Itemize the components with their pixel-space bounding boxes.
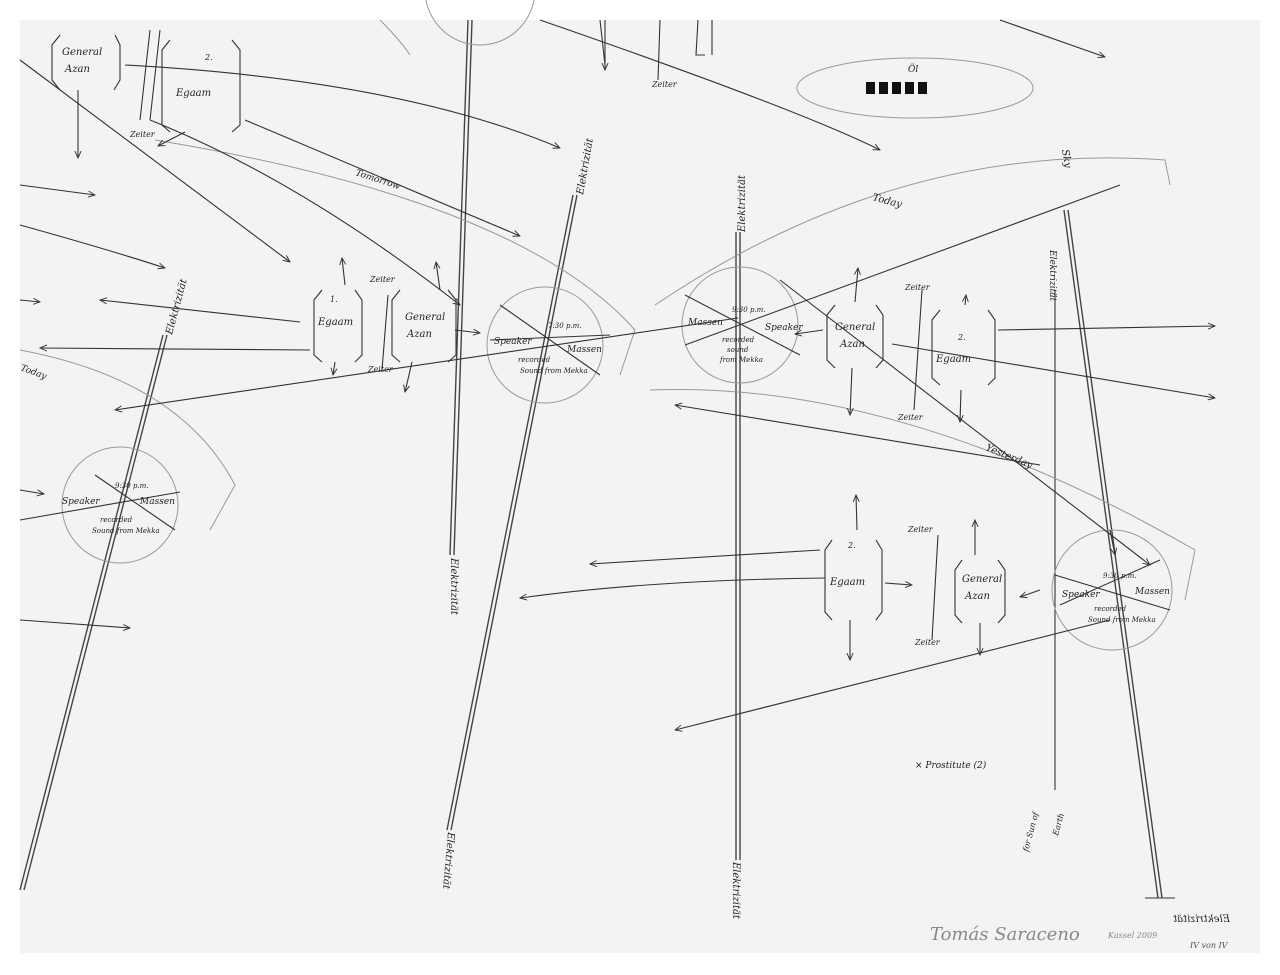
general-azan-label: General (962, 574, 1002, 585)
prostitute-label: × Prostitute (2) (915, 760, 987, 771)
zeiter-label: Zeiter (914, 638, 941, 647)
general-azan-label: General (405, 312, 445, 323)
number-label: 1. (330, 295, 338, 304)
mirrored-pole-label: Elektrizität (1172, 914, 1231, 925)
flow-arrows (19, 19, 1215, 730)
time-arcs (19, 19, 1196, 601)
edition-number: IV von IV (1189, 941, 1229, 950)
time-label: 9:30 p.m. (1103, 572, 1137, 580)
speaker-label: Speaker (765, 323, 803, 333)
egaam-label: Egaam (829, 577, 865, 588)
loudspeaker-circles (19, 0, 1173, 651)
pole-label: Elektrizität (1047, 249, 1057, 302)
massen-label: Massen (139, 497, 175, 507)
recorded-label: Sound from Mekka (1088, 616, 1156, 624)
recorded-label: recorded (1094, 605, 1127, 613)
zeiter-label: Zeiter (129, 130, 156, 139)
number-label: 2. (957, 333, 966, 342)
oil-label: Öl (908, 63, 918, 75)
oil-barrel-icon (918, 82, 927, 94)
recorded-label: recorded (722, 336, 755, 344)
speaker-label: Speaker (1062, 590, 1100, 600)
oil-barrel-icon (879, 82, 888, 94)
zeiter-label: Zeiter (904, 283, 931, 292)
time-label: 9:30 p.m. (732, 306, 766, 314)
general-azan-label: Azan (64, 64, 90, 75)
speaker-label: Speaker (62, 497, 100, 507)
zeiter-label: Zeiter (369, 275, 396, 284)
pole-label: Elektrizität (448, 557, 459, 616)
azan-brackets (51, 19, 1006, 641)
speaker-label: Speaker (494, 337, 532, 347)
pole-label: Elektrizität (730, 861, 741, 920)
oil-barrel-icon (905, 82, 914, 94)
recorded-label: from Mekka (719, 356, 763, 364)
egaam-label: Egaam (175, 88, 211, 99)
pole-label: Elektrizität (737, 174, 748, 233)
massen-label: Massen (566, 345, 602, 355)
oil-barrel-icon (866, 82, 875, 94)
recorded-label: sound (727, 346, 749, 354)
time-label: 7:30 p.m. (548, 322, 582, 330)
general-azan-label: General (835, 322, 875, 333)
zeiter-label: Zeiter (367, 365, 394, 374)
egaam-label: Egaam (935, 354, 971, 365)
number-label: 2. (204, 53, 213, 62)
general-azan-label: Azan (839, 339, 865, 350)
paper (20, 20, 1260, 953)
oil-reservoir: Öl (796, 57, 1034, 119)
pole-label: Elektrizität (440, 831, 456, 891)
massen-label: Massen (1134, 587, 1170, 597)
recorded-label: recorded (100, 516, 133, 524)
artist-signature: Tomás Saraceno (930, 924, 1080, 945)
signature-place: Kassel 2009 (1107, 931, 1157, 940)
time-label: 9:30 p.m. (115, 482, 149, 490)
number-label: 2. (847, 541, 856, 550)
general-azan-label: Azan (964, 591, 990, 602)
zeiter-label: Zeiter (907, 525, 934, 534)
zeiter-label: Zeiter (897, 413, 924, 422)
oil-barrel-icon (892, 82, 901, 94)
recorded-label: Sound from Mekka (92, 527, 160, 535)
general-azan-label: Azan (406, 329, 432, 340)
recorded-label: recorded (518, 356, 551, 364)
general-azan-label: General (62, 47, 102, 58)
zeiter-label: Zeiter (651, 80, 678, 89)
recorded-label: Sound from Mekka (520, 367, 588, 375)
egaam-label: Egaam (317, 317, 353, 328)
